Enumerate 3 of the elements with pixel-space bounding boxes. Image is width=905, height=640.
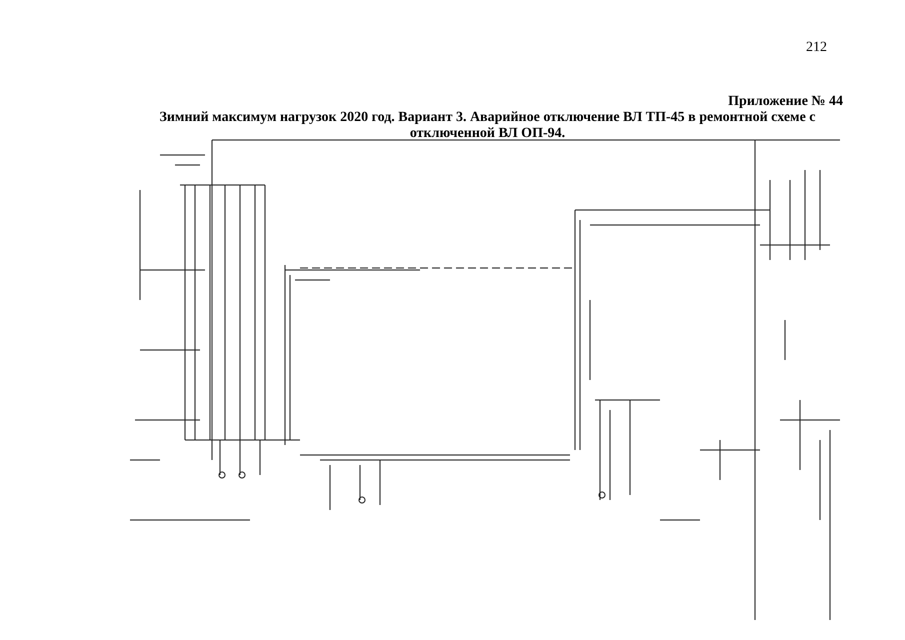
- appendix-label: Приложение № 44: [728, 94, 843, 110]
- title: Зимний максимум нагрузок 2020 год. Вариант 3. Аварийное отключение ВЛ ТП-45 в ремонтной схеме с отключенной ВЛ ОП-94.: [158, 110, 817, 142]
- page-number: 212: [806, 40, 827, 56]
